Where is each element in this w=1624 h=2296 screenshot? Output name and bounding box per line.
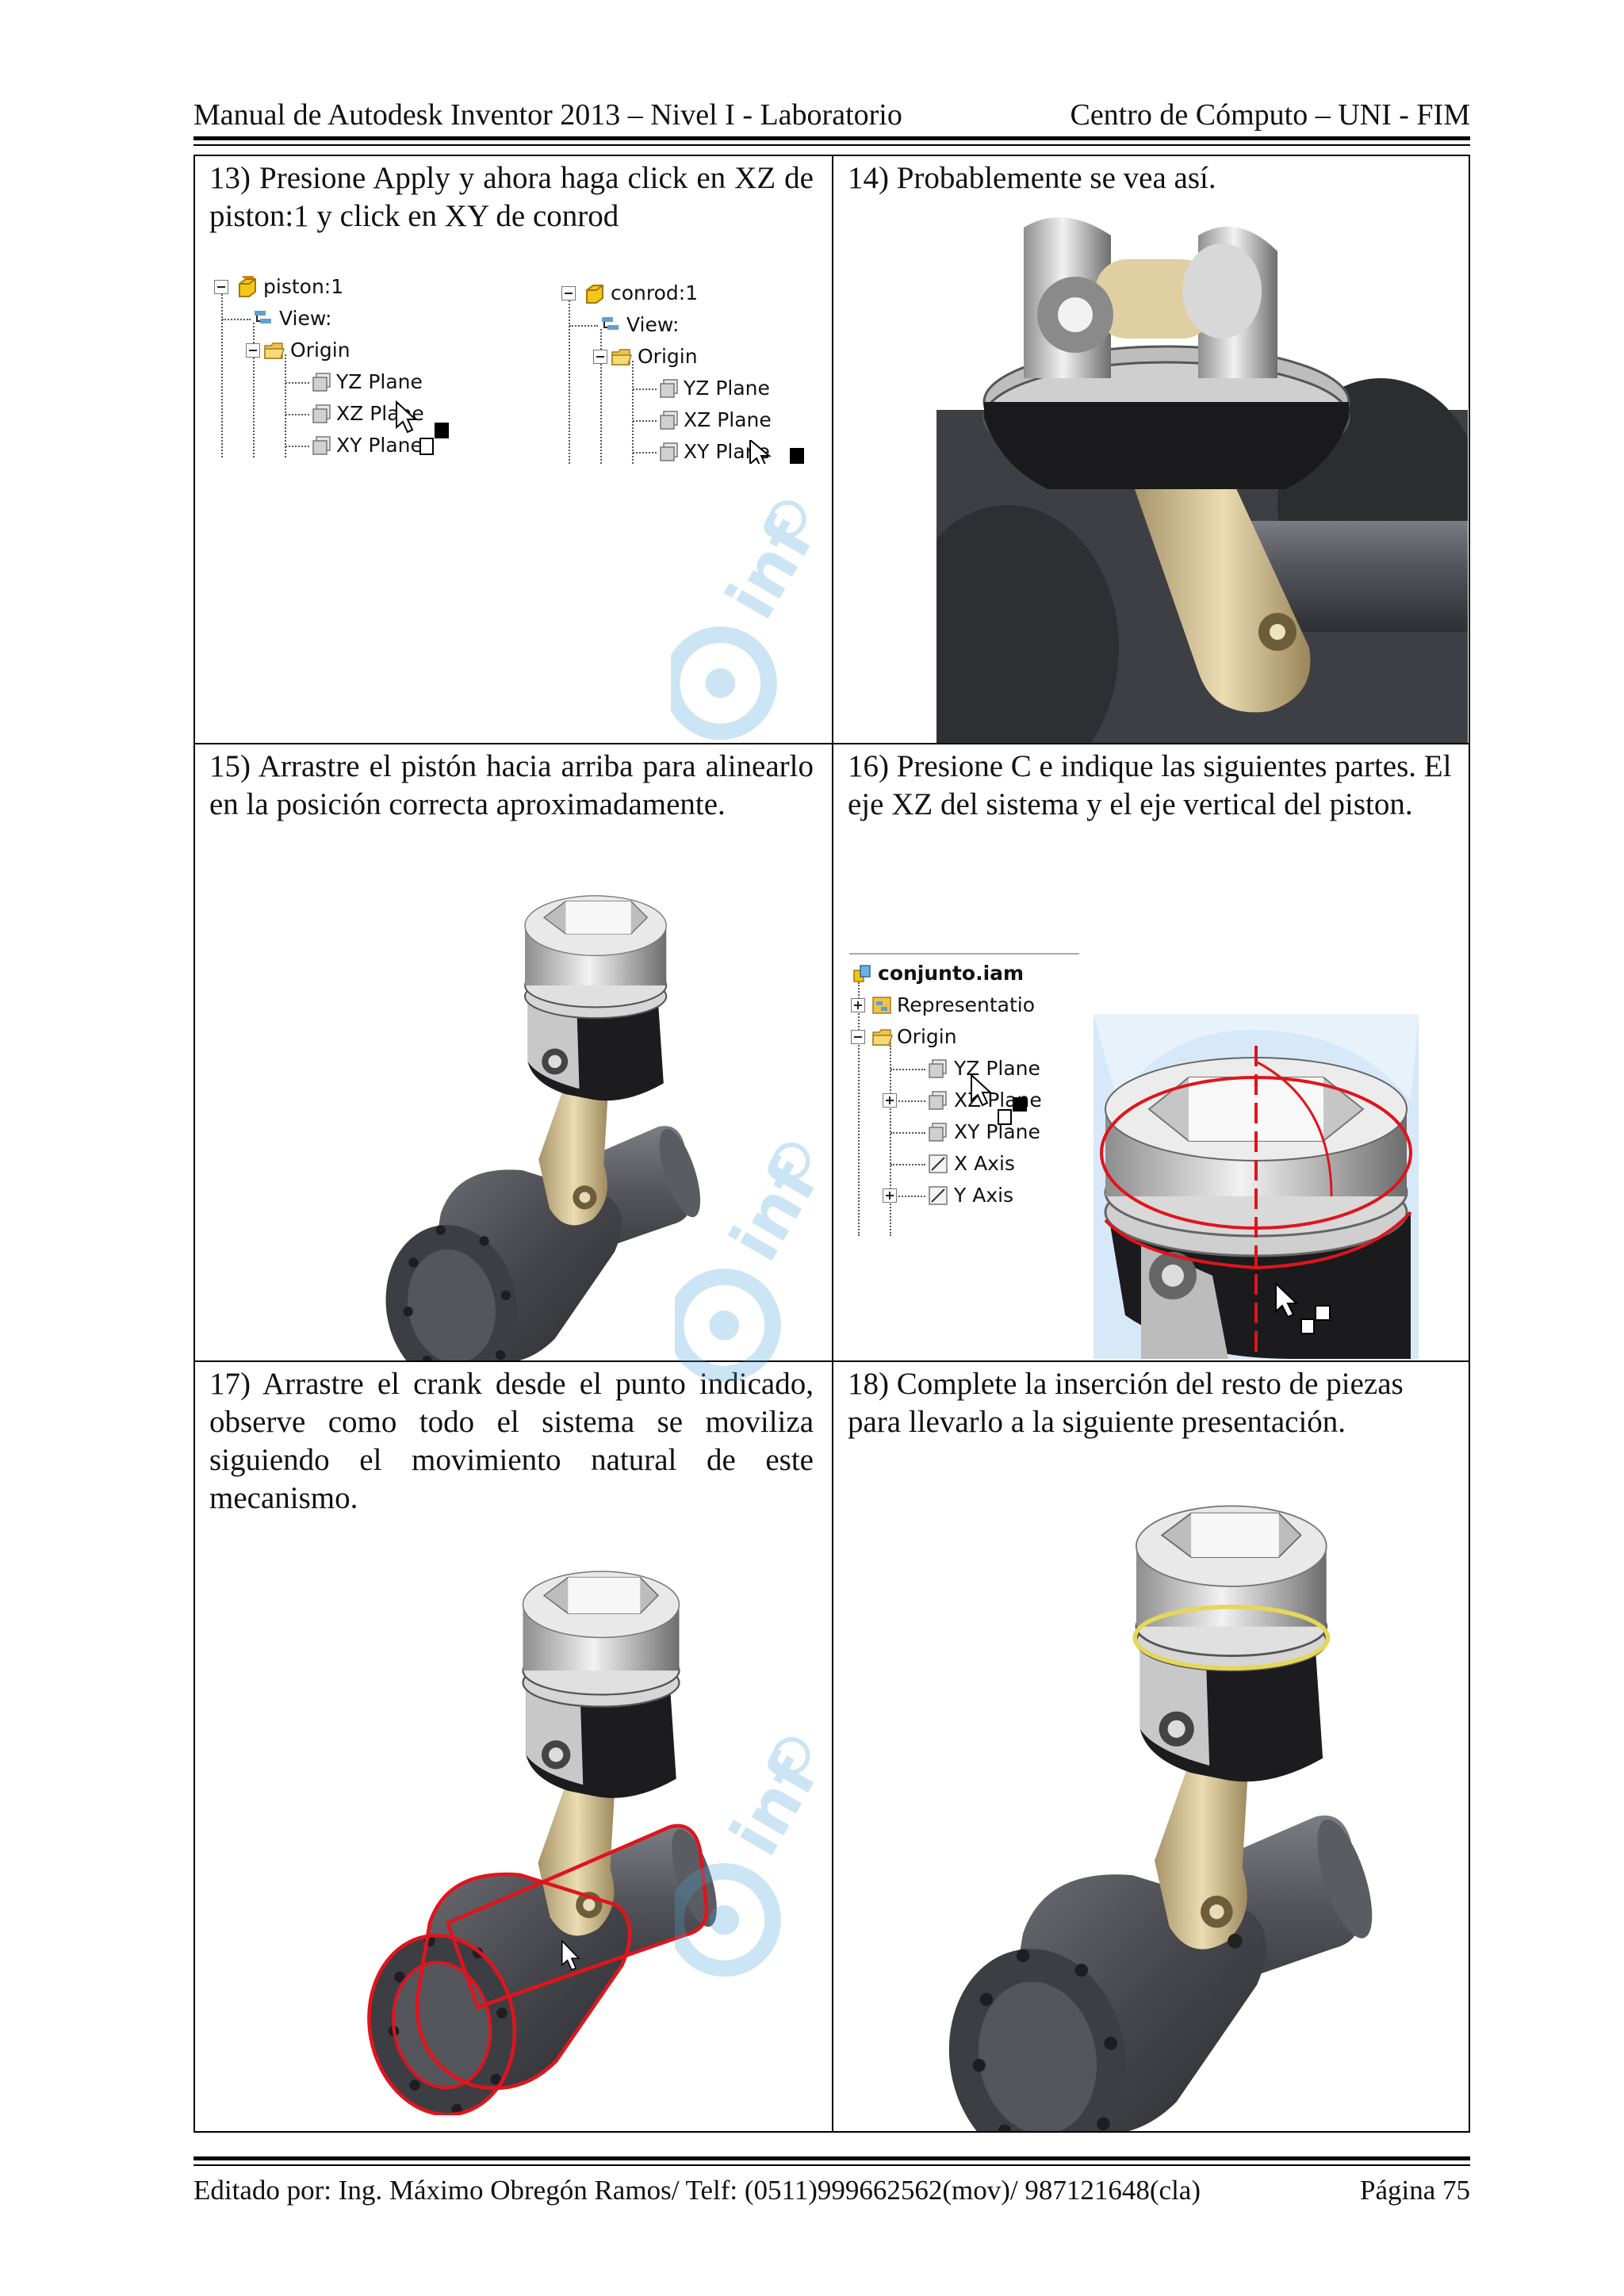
page-footer: Editado por: Ing. Máximo Obregón Ramos/ … [193,2171,1470,2210]
tree-node-view[interactable]: View: [279,307,332,330]
page-header: Manual de Autodesk Inventor 2013 – Nivel… [193,95,1470,135]
step-18-text: 18) Complete la inserción del resto de p… [848,1367,1404,1439]
view-rep-icon [255,311,271,323]
tree-node-piston[interactable]: piston:1 [263,275,344,298]
watermark-logo [671,489,829,743]
tree-node-conrod[interactable]: conrod:1 [611,281,699,304]
collapse-toggle[interactable] [593,350,607,364]
view-rep-icon [602,317,619,330]
footer-author: Editado por: Ing. Máximo Obregón Ramos/ … [193,2175,1201,2206]
collapse-toggle[interactable] [561,286,576,300]
tree-node-x-axis[interactable]: X Axis [954,1152,1015,1175]
folder-icon [872,1029,894,1046]
expand-toggle[interactable] [883,1188,897,1203]
steps-table: 13) Presione Apply y ahora haga click en… [193,155,1470,2133]
plane-icon [312,436,331,455]
piston-browser-tree: piston:1 View: Origin YZ Plane XZ Plane [213,267,482,457]
part-icon [239,276,256,297]
tree-node-yz-plane[interactable]: YZ Plane [336,370,423,393]
header-org: Centro de Cómputo – UNI - FIM [1070,98,1470,132]
representation-icon [872,997,891,1014]
footer-rule-thin [193,2164,1470,2166]
row-divider [195,1360,1469,1362]
tree-node-origin[interactable]: Origin [897,1025,957,1048]
folder-icon [264,342,285,359]
plane-icon [312,404,331,423]
plane-icon [312,373,331,392]
footer-rule [193,2156,1470,2160]
plane-icon [660,379,678,398]
tree-node-xz-plane[interactable]: XZ Plane [684,408,772,431]
assembly-browser-tree: conjunto.iam Representatio Origin YZ Pla… [849,953,1079,1236]
axis-icon [929,1154,948,1173]
expand-toggle[interactable] [851,998,865,1012]
header-rule [193,136,1470,140]
column-divider [832,156,833,2131]
piston-selection-image [1094,1014,1419,1359]
step-13-text: 13) Presione Apply y ahora haga click en… [209,161,814,233]
step-16-cell: 16) Presione C e indique las siguientes … [833,744,1470,1360]
tree-node-origin[interactable]: Origin [638,345,698,368]
step-14-text: 14) Probablemente se vea así. [848,161,1216,195]
mouse-cursor-icon [749,440,804,464]
tree-node-representations[interactable]: Representatio [897,993,1036,1016]
watermark-logo [675,1726,833,1980]
plane-icon [929,1059,947,1078]
crank-drag-image [354,1570,727,2115]
collapse-toggle[interactable] [214,280,228,294]
watermark-logo [675,1131,833,1385]
step-17-text: 17) Arrastre el crank desde el punto ind… [209,1367,814,1515]
plane-icon [929,1123,947,1142]
tree-node-xy-plane[interactable]: XY Plane [954,1120,1040,1143]
tree-node-xz-plane[interactable]: XZ Plane [954,1089,1042,1112]
step-15-cell: 15) Arrastre el pistón hacia arriba para… [195,744,832,1360]
expand-toggle[interactable] [883,1093,897,1108]
mouse-cursor-icon [971,1073,1027,1125]
step-18-cell: 18) Complete la inserción del resto de p… [833,1362,1470,2133]
tree-node-xy-plane[interactable]: XY Plane [336,434,423,457]
header-title: Manual de Autodesk Inventor 2013 – Nivel… [193,98,902,132]
tree-node-origin[interactable]: Origin [290,339,350,362]
step-15-text: 15) Arrastre el pistón hacia arriba para… [209,749,814,821]
collapse-toggle[interactable] [246,343,260,358]
step-16-text: 16) Presione C e indique las siguientes … [848,749,1452,821]
tree-node-yz-plane[interactable]: YZ Plane [684,377,770,400]
axis-icon [929,1186,948,1205]
header-rule-thin [193,144,1470,146]
final-assembly-image [931,1505,1385,2131]
step-14-cell: 14) Probablemente se vea así. [833,156,1470,743]
plane-icon [660,411,678,430]
tree-node-y-axis[interactable]: Y Axis [954,1184,1014,1207]
plane-icon [929,1091,947,1110]
part-icon [586,285,603,304]
row-divider [195,743,1469,744]
step-13-cell: 13) Presione Apply y ahora haga click en… [195,156,832,743]
assembly-icon [853,965,871,982]
conrod-browser-tree: conrod:1 View: Origin YZ Plane XZ Plane [560,274,829,464]
collapse-toggle[interactable] [851,1030,865,1044]
tree-node-view[interactable]: View: [626,313,680,336]
piston-conrod-closeup-image [936,217,1468,743]
mouse-cursor-icon [396,400,449,455]
tree-node-yz-plane[interactable]: YZ Plane [954,1057,1040,1080]
page-number: Página 75 [1359,2175,1470,2206]
plane-icon [660,442,678,461]
tree-node-conjunto[interactable]: conjunto.iam [878,962,1025,985]
folder-icon [611,349,633,365]
